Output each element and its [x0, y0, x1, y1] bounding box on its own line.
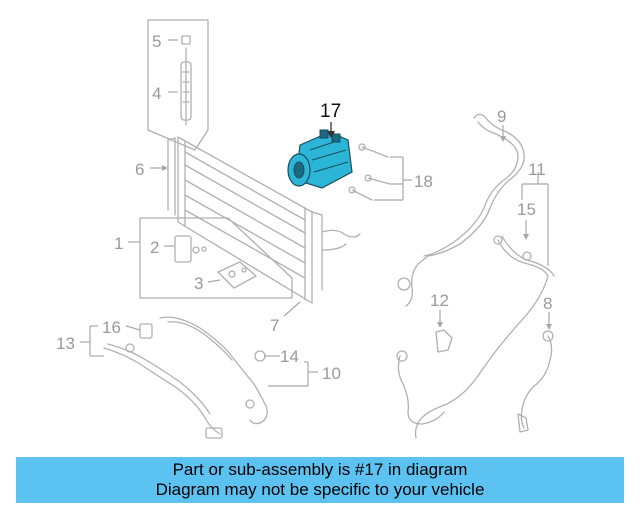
callout-18: 18 [414, 172, 433, 191]
banner-line-2: Diagram may not be specific to your vehi… [155, 480, 485, 499]
info-banner: Part or sub-assembly is #17 in diagram D… [16, 457, 624, 503]
hose-9 [397, 113, 525, 307]
callout-17: 17 [320, 101, 341, 122]
ac-compressor [287, 129, 353, 189]
callout-5: 5 [152, 32, 161, 51]
callout-9: 9 [497, 107, 506, 126]
callout-13: 13 [56, 334, 75, 353]
callout-10: 10 [322, 364, 341, 383]
callout-7: 7 [270, 316, 279, 335]
hose-11 [414, 235, 555, 439]
callout-4: 4 [152, 84, 161, 103]
hose-13 [103, 323, 223, 439]
callout-8: 8 [543, 294, 552, 313]
hose-10 [159, 316, 268, 425]
callout-2: 2 [150, 238, 159, 257]
receiver-drier-bracket [147, 19, 209, 151]
banner-line-1: Part or sub-assembly is #17 in diagram [172, 460, 468, 479]
callout-15: 15 [517, 200, 536, 219]
mounting-bolts [348, 143, 391, 201]
callout-labels: 5 4 6 1 2 3 7 17 18 9 11 15 12 8 13 16 1… [56, 32, 552, 383]
callout-12: 12 [430, 291, 449, 310]
callout-11: 11 [528, 160, 546, 179]
callout-6: 6 [135, 160, 144, 179]
hose-8 [517, 330, 554, 433]
condenser [167, 136, 361, 304]
callout-leaders [80, 39, 552, 387]
parts-diagram: 5 4 6 1 2 3 7 17 18 9 11 15 12 8 13 16 1… [56, 19, 555, 439]
hose-12 [396, 329, 453, 425]
callout-3: 3 [194, 274, 203, 293]
callout-1: 1 [114, 234, 123, 253]
bracket-panel [139, 217, 293, 299]
callout-16: 16 [102, 318, 121, 337]
callout-14: 14 [280, 347, 299, 366]
